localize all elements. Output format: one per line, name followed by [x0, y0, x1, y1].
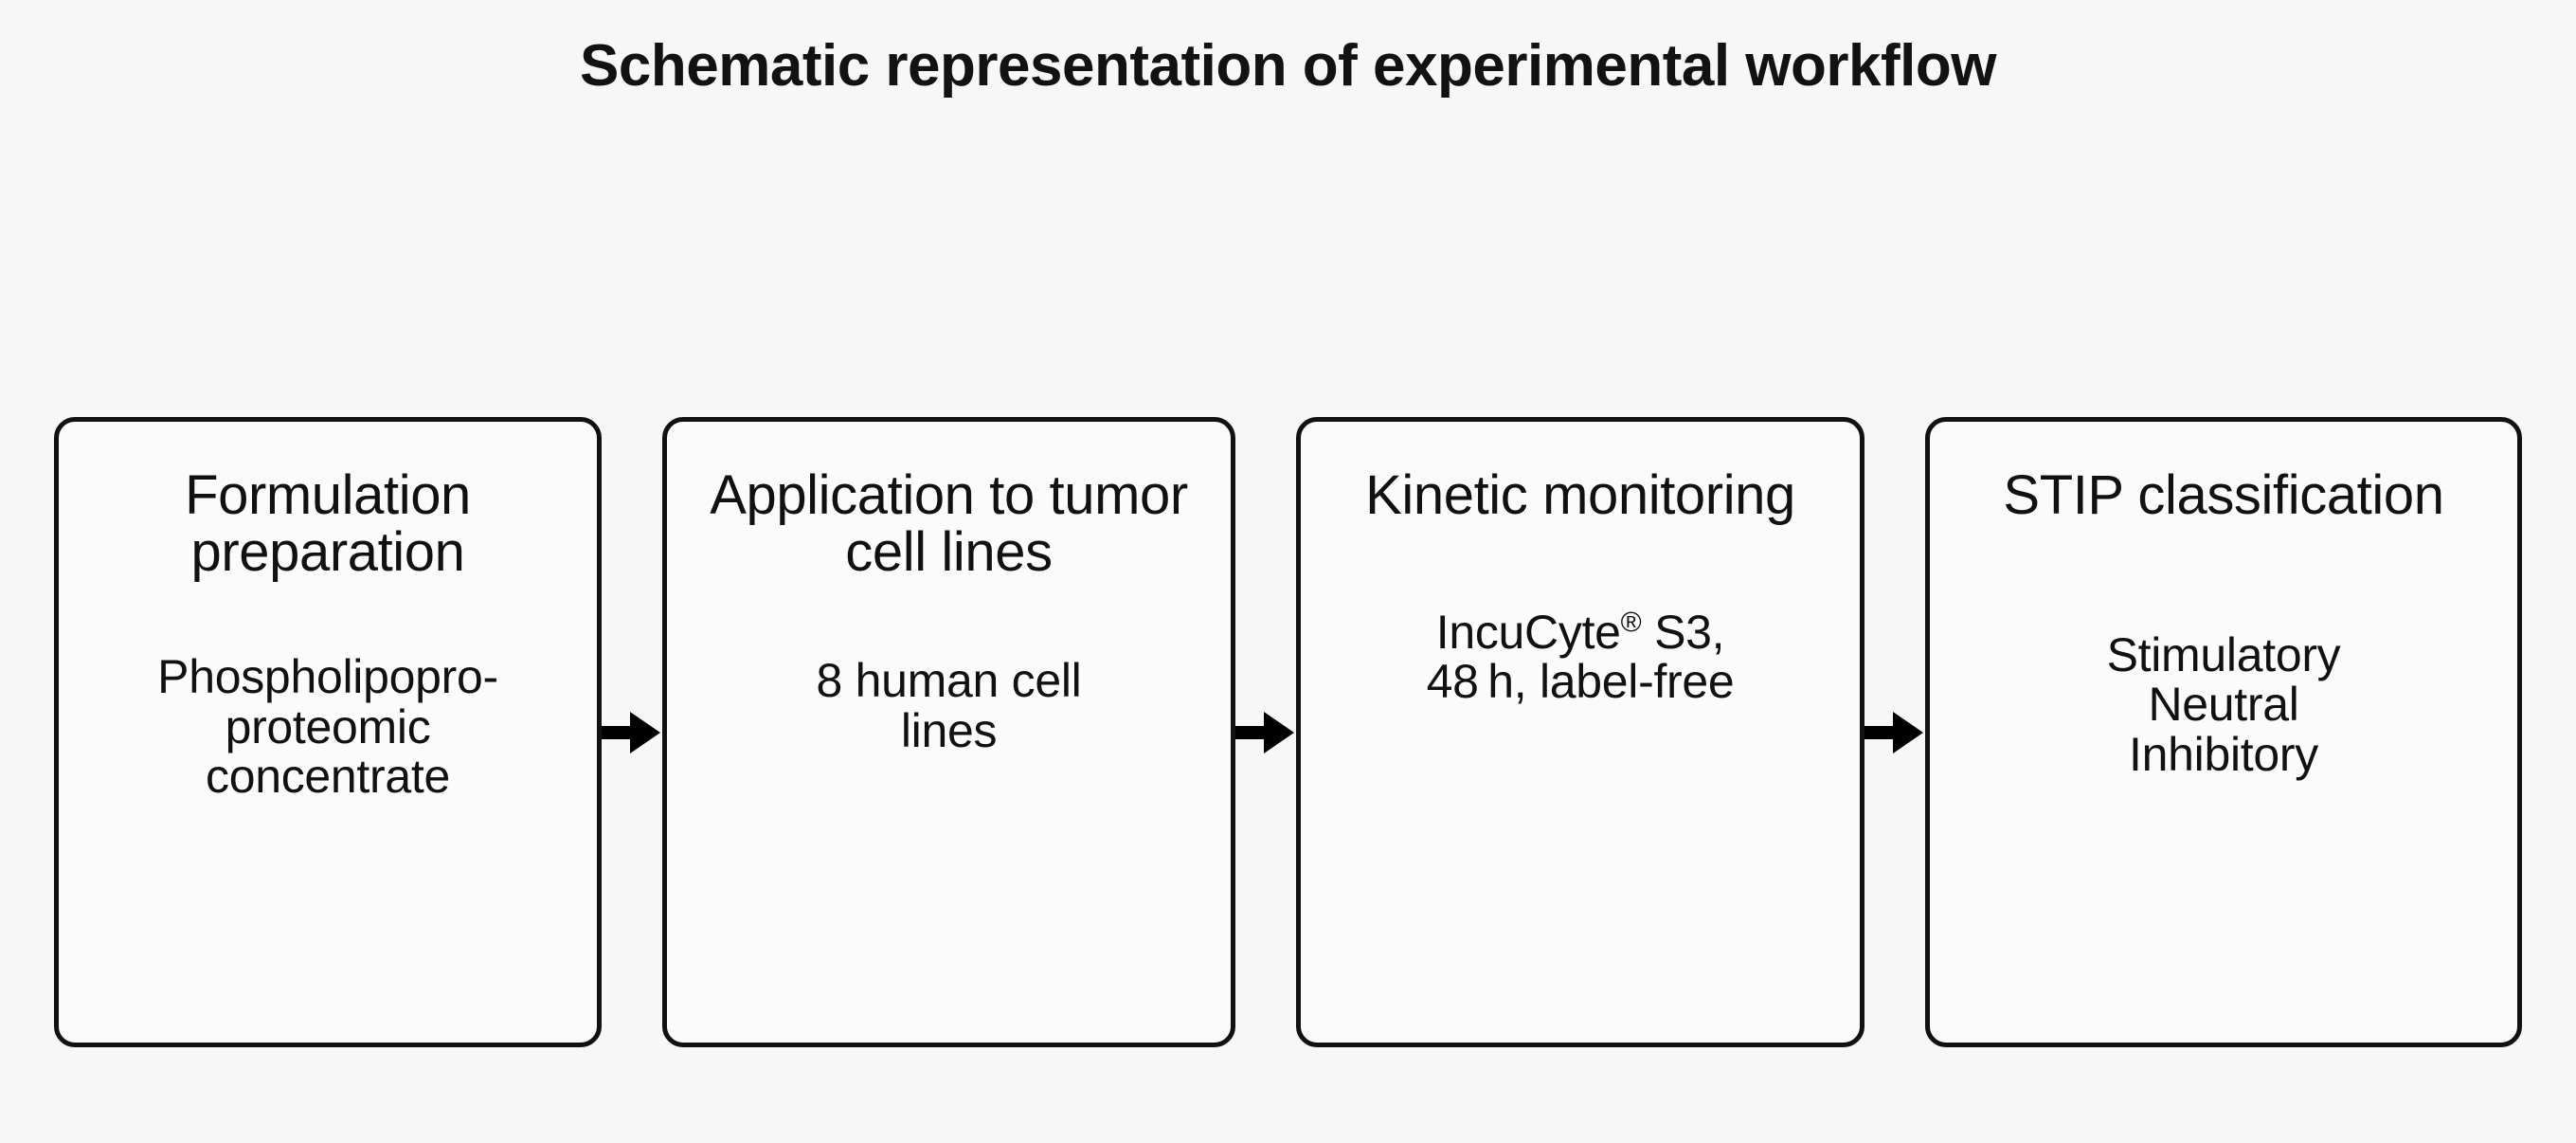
step-detail-line: concentrate [206, 750, 450, 804]
workflow-step-application-to-tumor-cell-lines[interactable]: Application to tumor cell lines 8 human … [662, 417, 1235, 1047]
incucyte-model: S3, [1641, 605, 1725, 659]
workflow-flow-row: Formulation preparation Phospholipopro- … [54, 417, 2522, 1047]
step-heading: Formulation preparation [185, 464, 471, 583]
step-heading: Application to tumor cell lines [710, 464, 1188, 583]
registered-trademark-icon: ® [1620, 607, 1642, 639]
step-detail-line: Inhibitory [2129, 727, 2318, 781]
step-detail-line: 48 h, label-free [1426, 655, 1735, 709]
step-detail-line: 8 human cell [816, 654, 1082, 708]
step-detail-line: Neutral [2148, 678, 2299, 732]
step-detail-line: lines [900, 703, 998, 757]
step-detail: Stimulatory Neutral Inhibitory [2107, 630, 2341, 780]
arrow-right-icon [1235, 699, 1296, 766]
arrow-right-icon [1864, 699, 1925, 766]
workflow-step-stip-classification[interactable]: STIP classification Stimulatory Neutral … [1925, 417, 2522, 1047]
figure-title: Schematic representation of experimental… [580, 33, 1996, 99]
step-detail: IncuCyte® S3, 48 h, label-free [1426, 605, 1735, 709]
step-detail: 8 human cell lines [817, 656, 1082, 755]
workflow-step-formulation-preparation[interactable]: Formulation preparation Phospholipopro- … [54, 417, 602, 1047]
step-detail-line: Phospholipopro- [157, 650, 498, 704]
step-detail: Phospholipopro- proteomic concentrate [157, 652, 498, 802]
incucyte-product-name: IncuCyte [1435, 605, 1621, 659]
step-detail-line: Stimulatory [2106, 627, 2341, 681]
step-detail-line: proteomic [225, 699, 431, 753]
workflow-step-kinetic-monitoring[interactable]: Kinetic monitoring IncuCyte® S3, 48 h, l… [1296, 417, 1864, 1047]
step-heading: STIP classification [2003, 464, 2444, 526]
step-heading: Kinetic monitoring [1365, 464, 1795, 526]
step-detail-line: IncuCyte® S3, [1427, 605, 1735, 659]
arrow-right-icon [602, 699, 662, 766]
